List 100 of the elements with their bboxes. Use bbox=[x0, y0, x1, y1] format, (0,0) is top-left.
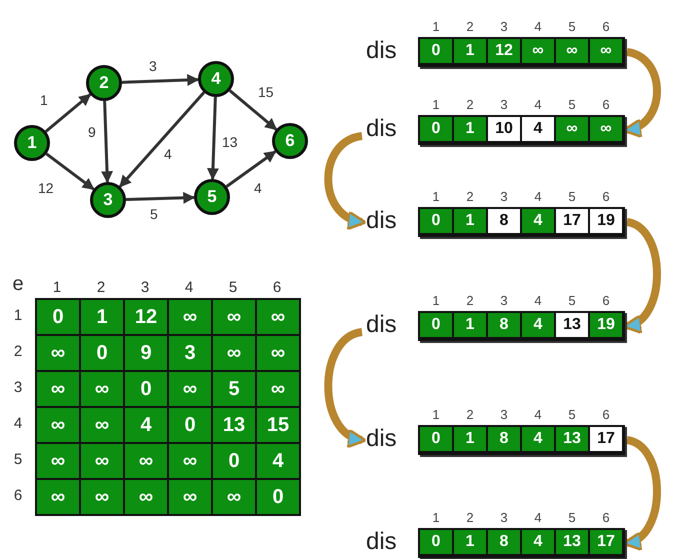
array-cell: 8 bbox=[488, 427, 520, 451]
array-cell: 8 bbox=[488, 530, 520, 554]
table-cell: ∞ bbox=[37, 408, 79, 442]
array-cell: 4 bbox=[522, 427, 554, 451]
index-number: 3 bbox=[499, 294, 509, 308]
index-number: 6 bbox=[601, 511, 611, 525]
array-cell: 4 bbox=[522, 117, 554, 141]
index-number: 4 bbox=[533, 98, 543, 112]
array-cell: 17 bbox=[556, 209, 588, 233]
index-number: 1 bbox=[431, 20, 441, 34]
arrow bbox=[46, 152, 95, 190]
table-cell: ∞ bbox=[81, 480, 123, 514]
array-cell: ∞ bbox=[556, 39, 588, 63]
table-cell: ∞ bbox=[169, 300, 211, 334]
array-name: dis bbox=[366, 426, 397, 452]
arrow bbox=[44, 93, 92, 133]
index-number: 6 bbox=[601, 190, 611, 204]
index-number: 2 bbox=[465, 98, 475, 112]
column-header: 2 bbox=[96, 280, 106, 296]
array-cell: 13 bbox=[556, 530, 588, 554]
array-name: dis bbox=[366, 529, 397, 555]
table-cell: 4 bbox=[257, 444, 299, 478]
index-number: 6 bbox=[601, 294, 611, 308]
table-cell: 1 bbox=[81, 300, 123, 334]
table-cell: 0 bbox=[37, 300, 79, 334]
row-header: 4 bbox=[12, 416, 24, 432]
table-cell: ∞ bbox=[213, 300, 255, 334]
array-strip bbox=[418, 311, 625, 341]
array-strip bbox=[418, 528, 625, 558]
array-cell: 1 bbox=[454, 313, 486, 337]
row-header: 5 bbox=[12, 452, 24, 468]
edge-label: 12 bbox=[38, 180, 54, 196]
index-number: 1 bbox=[431, 511, 441, 525]
edge-label: 1 bbox=[40, 92, 48, 108]
table-cell: 3 bbox=[169, 336, 211, 370]
array-cell: 19 bbox=[590, 209, 622, 233]
array-name: dis bbox=[366, 38, 397, 64]
index-number: 1 bbox=[431, 408, 441, 422]
array-cell: ∞ bbox=[556, 117, 588, 141]
table-cell: ∞ bbox=[125, 480, 167, 514]
index-number: 5 bbox=[567, 98, 577, 112]
index-number: 1 bbox=[431, 294, 441, 308]
index-number: 5 bbox=[567, 511, 577, 525]
table-cell: ∞ bbox=[125, 444, 167, 478]
arrow bbox=[226, 150, 276, 188]
index-number: 4 bbox=[533, 294, 543, 308]
table-cell: 9 bbox=[125, 336, 167, 370]
arrow bbox=[101, 100, 113, 184]
table-cell: ∞ bbox=[37, 372, 79, 406]
index-number: 2 bbox=[465, 20, 475, 34]
array-cell: 12 bbox=[488, 39, 520, 63]
table-cell: 0 bbox=[213, 444, 255, 478]
table-cell: ∞ bbox=[257, 336, 299, 370]
table-cell: ∞ bbox=[169, 444, 211, 478]
array-cell: 17 bbox=[590, 530, 622, 554]
index-number: 5 bbox=[567, 294, 577, 308]
table-cell: ∞ bbox=[169, 372, 211, 406]
vertex-circle: 4 bbox=[198, 61, 234, 97]
array-name: dis bbox=[366, 312, 397, 338]
edge-label: 3 bbox=[149, 58, 157, 74]
table-cell: 5 bbox=[213, 372, 255, 406]
table-cell: 0 bbox=[125, 372, 167, 406]
vertex-circle: 1 bbox=[14, 125, 50, 161]
index-number: 3 bbox=[499, 511, 509, 525]
array-strip bbox=[418, 115, 625, 145]
arrow bbox=[228, 89, 278, 131]
column-header: 4 bbox=[184, 280, 194, 296]
array-cell: 1 bbox=[454, 209, 486, 233]
array-cell: ∞ bbox=[522, 39, 554, 63]
table-cell: 4 bbox=[125, 408, 167, 442]
matrix-name: e bbox=[11, 276, 25, 292]
array-cell: ∞ bbox=[590, 117, 622, 141]
index-number: 2 bbox=[465, 408, 475, 422]
index-number: 2 bbox=[465, 511, 475, 525]
table-cell: ∞ bbox=[169, 480, 211, 514]
arrow bbox=[324, 132, 367, 228]
index-number: 1 bbox=[431, 190, 441, 204]
array-cell: 17 bbox=[590, 427, 622, 451]
array-cell: 0 bbox=[420, 530, 452, 554]
column-header: 3 bbox=[140, 280, 150, 296]
table-cell: 15 bbox=[257, 408, 299, 442]
index-number: 3 bbox=[499, 20, 509, 34]
index-number: 5 bbox=[567, 408, 577, 422]
vertex-circle: 5 bbox=[194, 179, 230, 215]
index-number: 6 bbox=[601, 20, 611, 34]
table-cell: ∞ bbox=[37, 480, 79, 514]
array-cell: 4 bbox=[522, 209, 554, 233]
table-cell: 0 bbox=[169, 408, 211, 442]
array-cell: 1 bbox=[454, 530, 486, 554]
table-cell: ∞ bbox=[37, 336, 79, 370]
index-number: 2 bbox=[465, 190, 475, 204]
array-cell: 0 bbox=[420, 313, 452, 337]
vertex-circle: 6 bbox=[272, 123, 308, 159]
array-cell: 4 bbox=[522, 313, 554, 337]
array-cell: ∞ bbox=[590, 39, 622, 63]
table-cell: ∞ bbox=[257, 300, 299, 334]
table-cell: ∞ bbox=[213, 480, 255, 514]
arrow bbox=[206, 96, 219, 180]
edge-label: 15 bbox=[258, 84, 274, 100]
table-cell: 0 bbox=[81, 336, 123, 370]
